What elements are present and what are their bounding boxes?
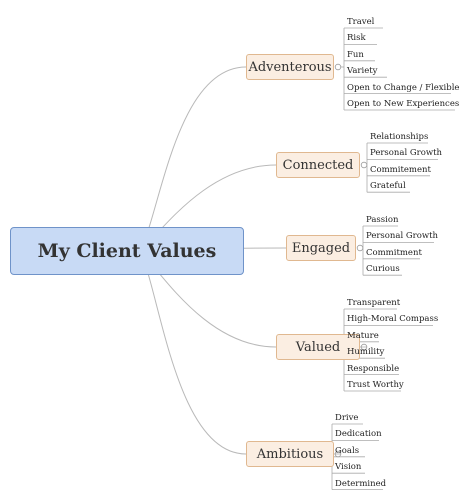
leaf-topic[interactable]: Grateful	[370, 181, 406, 192]
branch-valued[interactable]: Valued	[276, 334, 360, 360]
collapse-knob-icon	[356, 244, 364, 252]
leaf-topic[interactable]: Open to Change / Flexible	[347, 82, 460, 93]
leaf-topic[interactable]: Personal Growth	[370, 148, 443, 159]
leaf-topic[interactable]: Commitment	[366, 247, 422, 258]
leaf-topic[interactable]: Commitement	[370, 164, 431, 175]
branch-ambitious[interactable]: Ambitious	[246, 441, 334, 467]
leaf-topic[interactable]: Mature	[347, 330, 379, 341]
leaf-topic[interactable]: Travel	[347, 17, 375, 27]
leaf-topic[interactable]: Drive	[335, 413, 359, 423]
leaf-topic[interactable]: Risk	[347, 33, 366, 44]
leaf-topic[interactable]: Personal Growth	[366, 231, 439, 242]
branch-adventerous[interactable]: Adventerous	[246, 54, 334, 80]
leaf-topic[interactable]: Humility	[347, 347, 385, 358]
branch-engaged[interactable]: Engaged	[286, 235, 356, 261]
connector-root-to-adventerous	[139, 66, 247, 252]
leaf-topic[interactable]: Goals	[335, 445, 360, 456]
central-topic[interactable]: My Client Values	[10, 227, 244, 275]
leaf-topic[interactable]: Determined	[335, 478, 387, 489]
collapse-knob-icon	[334, 63, 342, 71]
collapse-knob-icon	[360, 161, 368, 169]
leaf-topic[interactable]: Transparent	[347, 298, 401, 308]
leaf-topic[interactable]: Vision	[335, 462, 362, 473]
leaf-topic[interactable]: Dedication	[335, 429, 382, 440]
leaf-topic[interactable]: Trust Worthy	[347, 380, 404, 390]
branch-connected[interactable]: Connected	[276, 152, 360, 178]
leaf-topic[interactable]: Relationships	[370, 132, 429, 142]
leaf-topic[interactable]: Fun	[347, 49, 364, 60]
leaf-topic[interactable]: Curious	[366, 264, 400, 275]
leaf-topic[interactable]: Responsible	[347, 363, 400, 374]
leaf-topic[interactable]: Variety	[347, 66, 378, 77]
leaf-topic[interactable]: Passion	[366, 215, 399, 225]
leaf-topic[interactable]: High-Moral Compass	[347, 314, 439, 325]
leaf-topic[interactable]: Open to New Experiences	[347, 99, 460, 109]
connector-root-to-ambitious	[139, 250, 247, 455]
